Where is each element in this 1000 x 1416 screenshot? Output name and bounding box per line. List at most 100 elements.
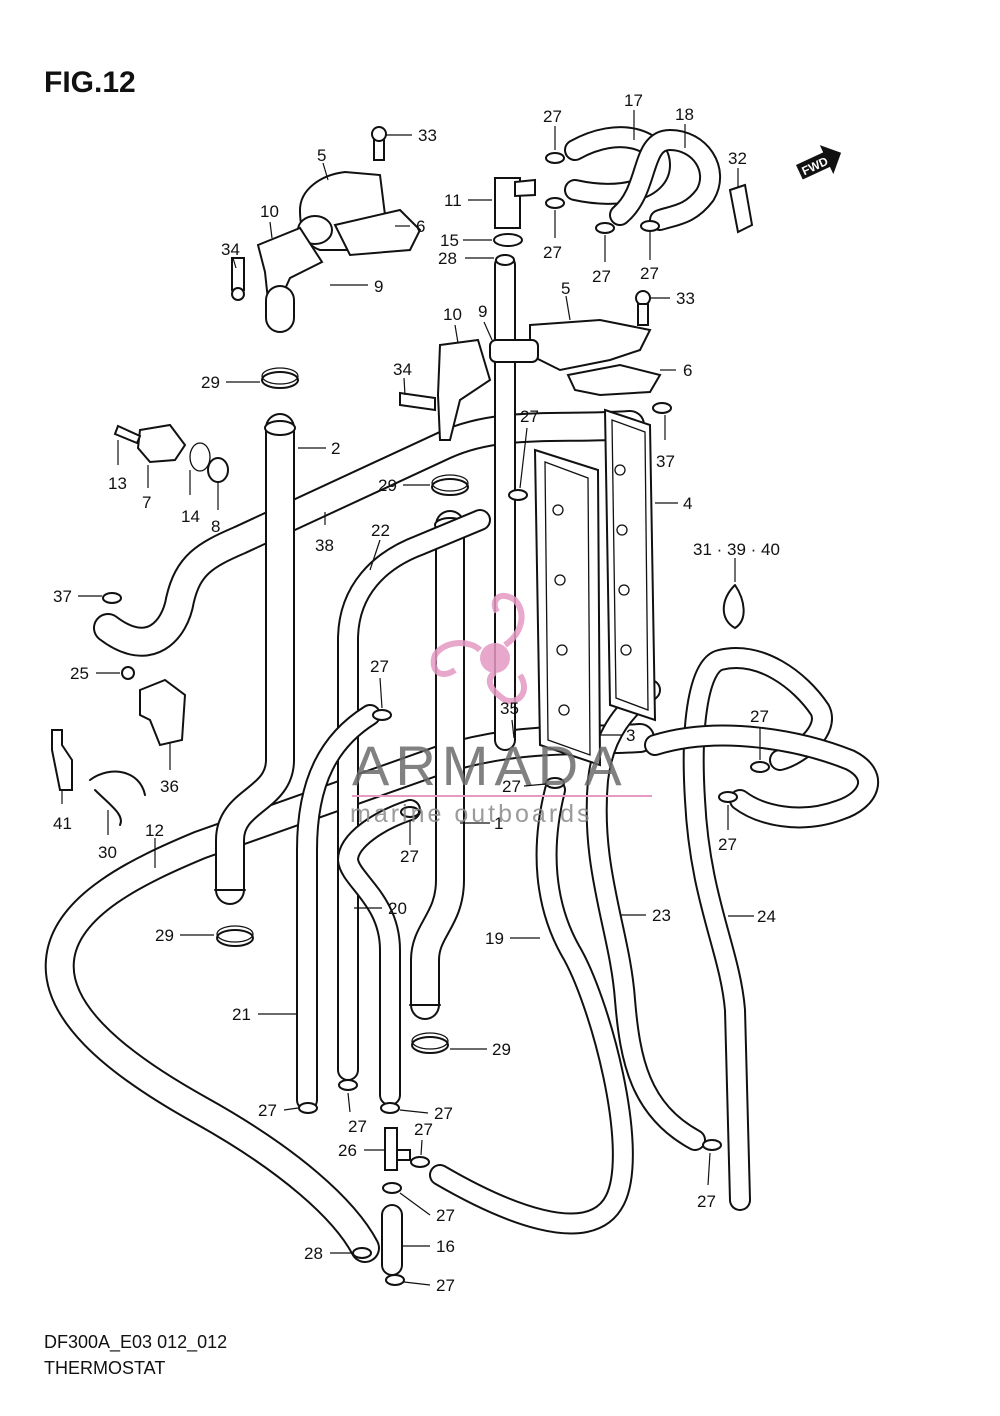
clamp-29-b [431,474,469,496]
callout-14: 14 [181,507,200,526]
callout-28a: 28 [304,1244,323,1263]
fwd-label: FWD [800,154,831,178]
watermark-logo [430,592,527,704]
callout-9b: 9 [478,302,487,321]
callout-31-39-40: 31 · 39 · 40 [693,540,780,559]
figure-title: FIG.12 [44,66,136,99]
hose-23 [585,679,706,1151]
seal-15 [493,233,523,247]
diagram-caption: THERMOSTAT [44,1358,165,1378]
callout-11: 11 [444,191,462,210]
callout-28b: 28 [438,249,457,268]
callout-20: 20 [388,899,407,918]
callout-2: 2 [331,439,340,458]
callout-30: 30 [98,843,117,862]
cover-plate-3 [533,448,602,767]
thermostat-housing-lower [399,290,662,441]
callout-18: 18 [675,105,694,124]
callout-29c: 29 [155,926,174,945]
thermostat-housing-upper [231,126,422,333]
callout-29a: 29 [201,373,220,392]
callout-41: 41 [53,814,72,833]
callout-3: 3 [626,726,635,745]
watermark-brand: ARMADA [352,734,628,797]
svg-text:27: 27 [697,1192,716,1211]
fwd-arrow-icon: FWD [796,145,842,180]
hose-22 [337,509,491,1081]
callout-5b: 5 [561,279,570,298]
callout-33a: 33 [418,126,437,145]
hose-2 [214,413,296,905]
svg-text:27: 27 [520,407,539,426]
clamp-29-a [261,367,299,389]
hose-17 [564,126,671,205]
svg-text:27: 27 [436,1206,455,1225]
hose-18 [609,129,721,231]
svg-text:27: 27 [258,1101,277,1120]
callout-27: 27 [543,107,562,126]
svg-text:27: 27 [436,1276,455,1295]
clamp-29-d [411,1032,449,1054]
callout-16: 16 [436,1237,455,1256]
svg-text:27: 27 [543,243,562,262]
hose-27-loop [644,724,880,829]
callout-38: 38 [315,536,334,555]
callouts: 1 2 3 4 5 5 6 6 7 8 9 9 10 10 11 12 13 1… [53,91,780,1263]
callout-21: 21 [232,1005,251,1024]
callout-36: 36 [160,777,179,796]
callout-17: 17 [624,91,643,110]
callout-37a: 37 [53,587,72,606]
svg-text:27: 27 [718,835,737,854]
fitting-26 [384,1127,411,1171]
callout-19: 19 [485,929,504,948]
callout-15: 15 [440,231,459,250]
bracket-32 [728,183,754,234]
diagram-code: DF300A_E03 012_012 [44,1332,227,1353]
svg-text:27: 27 [592,267,611,286]
callout-35: 35 [500,699,519,718]
callout-10a: 10 [260,202,279,221]
hose-21 [296,704,381,1111]
callout-23: 23 [652,906,671,925]
hose-20 [337,799,421,1106]
hose-24 [682,647,833,1211]
callout-8: 8 [211,517,220,536]
bracket-36 [121,666,187,747]
svg-text:27: 27 [400,847,419,866]
callout-13: 13 [108,474,127,493]
callout-37b: 37 [656,452,675,471]
callout-7: 7 [142,493,151,512]
clamp-30 [89,770,146,826]
bracket-41 [51,729,73,791]
callout-1: 1 [494,814,503,833]
clamp-29-c [216,925,254,947]
clamp-27-set [102,152,770,1286]
svg-text:27: 27 [414,1120,433,1139]
hose-19 [429,779,634,1235]
callout-4: 4 [683,494,692,513]
callout-6b: 6 [683,361,692,380]
svg-text:27: 27 [434,1104,453,1123]
callout-33b: 33 [676,289,695,308]
svg-text:27: 27 [502,777,521,796]
callout-10b: 10 [443,305,462,324]
sensor-13-7 [113,423,229,483]
callout-5a: 5 [317,146,326,165]
callout-34a: 34 [221,240,240,259]
callouts-27: 27 27 27 27 27 27 27 27 27 27 27 27 27 2… [258,126,769,1295]
callout-29d: 29 [492,1040,511,1059]
callout-6a: 6 [416,217,425,236]
svg-text:27: 27 [370,657,389,676]
watermark-tagline: marine outboards [350,800,593,828]
callout-9a: 9 [374,277,383,296]
svg-text:27: 27 [640,264,659,283]
clip-31-39-40 [722,584,745,629]
callout-34b: 34 [393,360,412,379]
callout-26: 26 [338,1141,357,1160]
svg-text:27: 27 [348,1117,367,1136]
callout-24: 24 [757,907,776,926]
callout-22: 22 [371,521,390,540]
callout-32: 32 [728,149,747,168]
callout-25: 25 [70,664,89,683]
